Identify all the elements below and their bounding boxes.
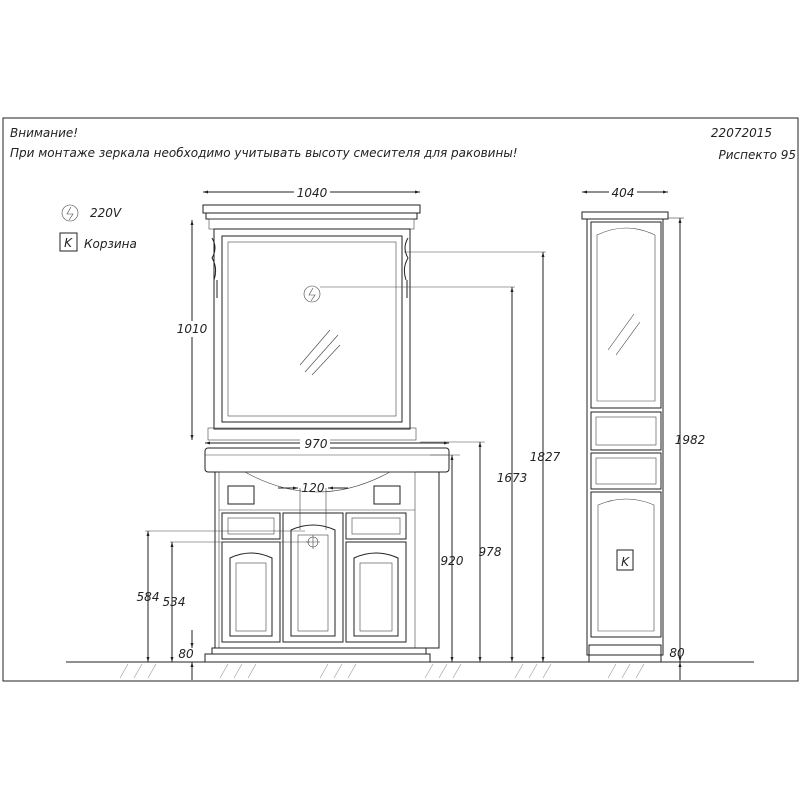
dim-plinth-right: 80 <box>669 646 685 660</box>
warning-title: Внимание! <box>10 126 78 140</box>
dim-plinth-left: 80 <box>178 647 194 661</box>
drawing-frame <box>2 117 799 682</box>
product-name: Риспекто 95 <box>718 148 796 162</box>
tall-column-cabinet <box>581 211 669 663</box>
column-basket-icon <box>616 549 634 571</box>
dim-vanity-width: 970 <box>305 437 328 451</box>
basket-icon <box>59 232 78 252</box>
mirror-socket-icon <box>303 285 321 303</box>
floor-line <box>66 661 754 679</box>
dim-socket-height: 1673 <box>497 471 528 485</box>
drawing-code: 22072015 <box>711 126 772 140</box>
mirror <box>202 204 421 441</box>
dim-mirror-top-height: 1827 <box>530 450 561 464</box>
warning-text: При монтаже зеркала необходимо учитывать… <box>10 146 518 160</box>
dim-pipe-height-1: 584 <box>137 590 160 604</box>
dim-mirror-height: 1010 <box>177 322 208 336</box>
basket-icon-symbol: K <box>64 236 73 250</box>
column-basket-symbol: K <box>621 555 630 569</box>
dim-mirror-width: 1040 <box>297 186 328 200</box>
dimension-lines <box>145 190 684 680</box>
dim-column-width: 404 <box>612 186 635 200</box>
dim-vanity-top-height: 978 <box>479 545 502 559</box>
legend-basket-label: Корзина <box>84 237 137 251</box>
dim-pipe-height-2: 534 <box>163 595 186 609</box>
vanity-cabinet <box>204 447 450 663</box>
socket-icon <box>61 204 79 222</box>
legend-socket-label: 220V <box>90 206 122 220</box>
dim-vanity-height: 920 <box>441 554 464 568</box>
dim-column-height: 1982 <box>675 433 706 447</box>
dim-faucet-spacing: 120 <box>302 481 325 495</box>
